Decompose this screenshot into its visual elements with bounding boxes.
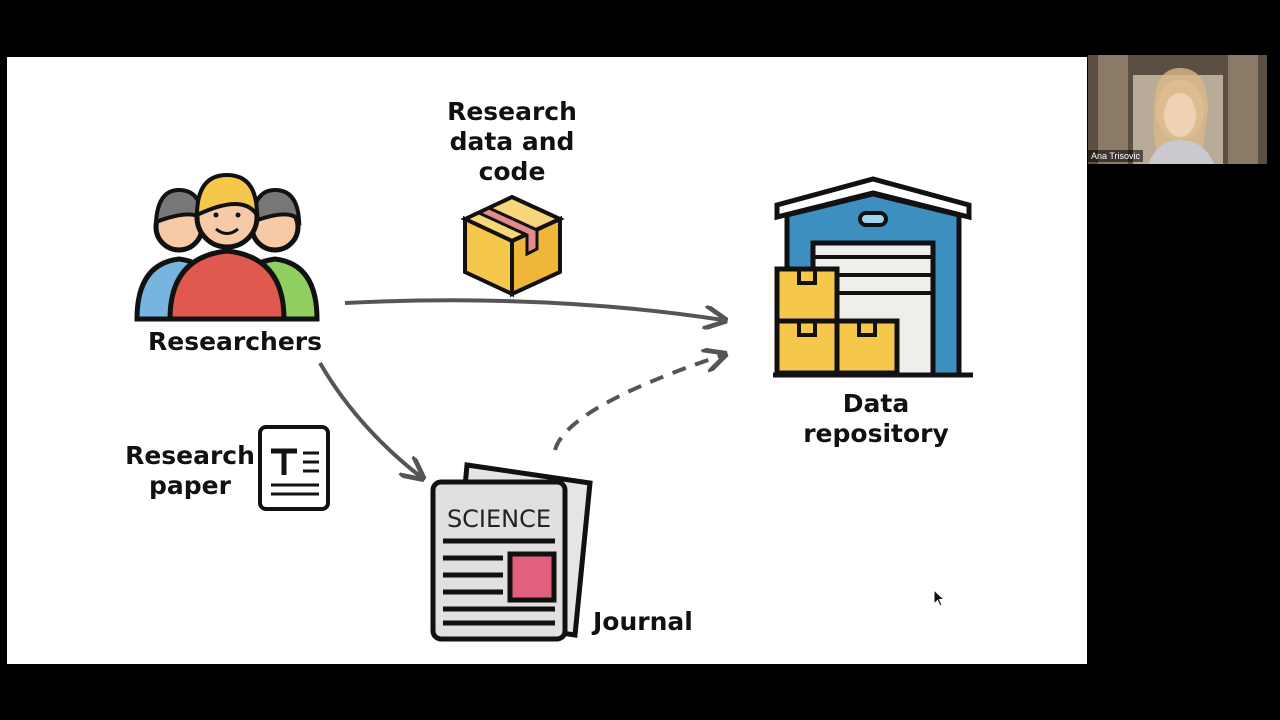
- arrow-journal-to-repository-dashed: [553, 355, 723, 451]
- slide-artwork: SCIENCE: [134, 172, 973, 642]
- participant-name-label: Ana Trisovic: [1088, 150, 1144, 162]
- warehouse-icon: [773, 176, 973, 378]
- repository-label: Data repository: [803, 389, 949, 448]
- svg-text:SCIENCE: SCIENCE: [447, 505, 551, 533]
- box-icon: [460, 194, 565, 298]
- researchers-icon: [134, 172, 320, 322]
- newspaper-icon: SCIENCE: [430, 462, 593, 642]
- arrow-researchers-to-journal: [318, 361, 421, 477]
- document-icon: [258, 425, 330, 511]
- paper-label: Research paper: [125, 441, 255, 500]
- cursor-icon: [933, 589, 945, 607]
- video-thumbnail-image: [1088, 55, 1267, 164]
- researchers-label: Researchers: [147, 327, 323, 356]
- data-code-label: Research data and code: [447, 97, 577, 186]
- arrow-researchers-to-repository: [344, 298, 723, 320]
- participant-video-tile[interactable]: Ana Trisovic: [1088, 55, 1267, 164]
- journal-label: Journal: [593, 607, 693, 636]
- presentation-slide: SCIENCE Researchers Research data and co…: [7, 57, 1087, 664]
